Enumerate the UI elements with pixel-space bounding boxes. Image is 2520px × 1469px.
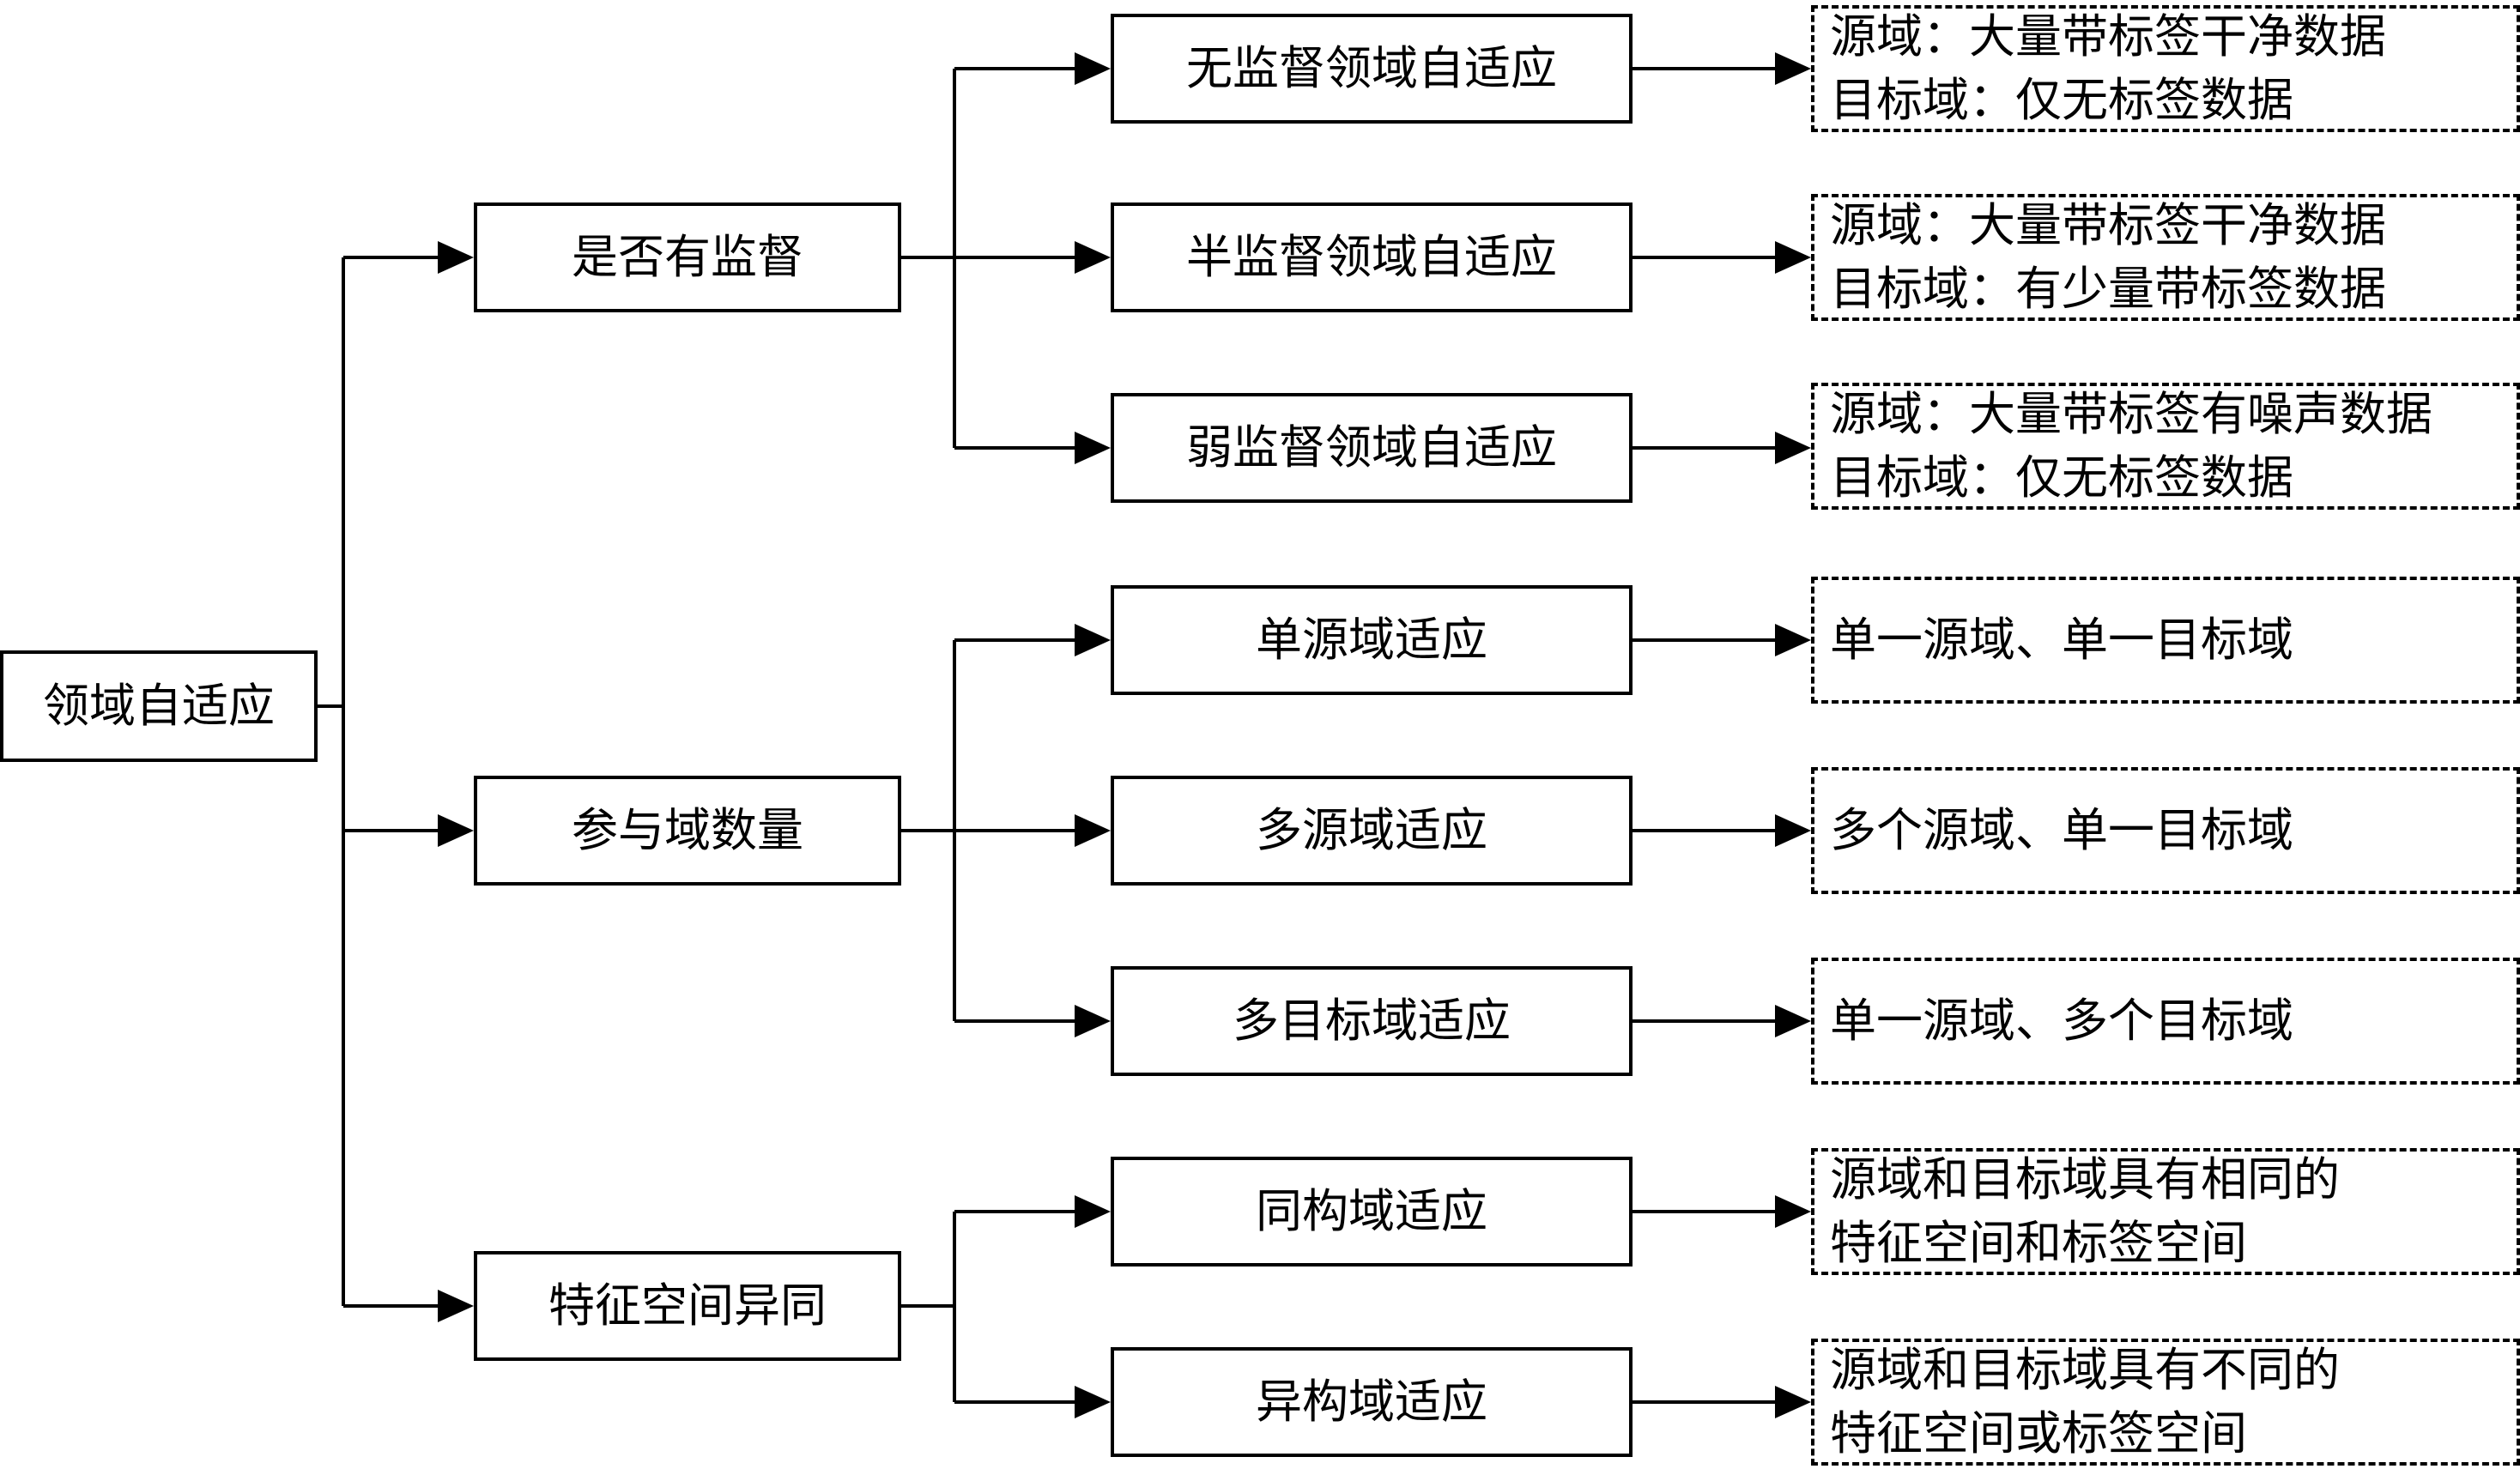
description-line: 源域和目标域具有相同的	[1830, 1152, 2340, 1206]
method-node-homogeneous: 同构域适应	[1111, 1157, 1633, 1266]
description-single-source: 单一源域、单一目标域	[1811, 577, 2520, 704]
arrowhead	[1075, 1195, 1111, 1228]
arrowhead	[1775, 52, 1811, 85]
description-line: 目标域：仅无标签数据	[1830, 450, 2293, 505]
method-node-multi-target: 多目标域适应	[1111, 966, 1633, 1076]
method-label: 异构域适应	[1256, 1375, 1487, 1429]
arrowhead	[1075, 241, 1111, 274]
arrowhead	[1775, 814, 1811, 847]
description-line: 多个源域、单一目标域	[1830, 803, 2293, 857]
category-node-supervision: 是否有监督	[474, 203, 901, 312]
category-label: 特征空间异同	[548, 1279, 827, 1333]
arrowhead	[1075, 52, 1111, 85]
method-node-single-source: 单源域适应	[1111, 585, 1633, 695]
arrowhead	[1775, 624, 1811, 656]
arrowhead	[438, 1290, 474, 1322]
description-multi-source: 多个源域、单一目标域	[1811, 767, 2520, 894]
category-node-feature-space: 特征空间异同	[474, 1251, 901, 1361]
method-label: 单源域适应	[1256, 613, 1487, 667]
method-node-weakly-supervised: 弱监督领域自适应	[1111, 393, 1633, 503]
method-node-multi-source: 多源域适应	[1111, 776, 1633, 886]
method-label: 多源域适应	[1256, 803, 1487, 857]
arrowhead	[1075, 624, 1111, 656]
arrowhead	[1775, 241, 1811, 274]
arrowhead	[1075, 814, 1111, 847]
arrowhead	[1775, 1195, 1811, 1228]
method-label: 半监督领域自适应	[1186, 230, 1557, 284]
method-label: 无监督领域自适应	[1186, 41, 1557, 95]
description-line: 特征空间或标签空间	[1830, 1406, 2247, 1460]
description-line: 特征空间和标签空间	[1830, 1216, 2247, 1270]
category-node-domain-count: 参与域数量	[474, 776, 901, 886]
description-semi-supervised: 源域：大量带标签干净数据 目标域：有少量带标签数据	[1811, 194, 2520, 321]
method-label: 同构域适应	[1256, 1184, 1487, 1238]
description-homogeneous: 源域和目标域具有相同的 特征空间和标签空间	[1811, 1148, 2520, 1275]
arrowhead	[1775, 432, 1811, 464]
description-line: 目标域：有少量带标签数据	[1830, 262, 2386, 316]
description-multi-target: 单一源域、多个目标域	[1811, 958, 2520, 1085]
arrowhead	[438, 241, 474, 274]
arrowhead	[1075, 432, 1111, 464]
method-node-semi-supervised: 半监督领域自适应	[1111, 203, 1633, 312]
description-line: 单一源域、多个目标域	[1830, 994, 2293, 1048]
method-label: 弱监督领域自适应	[1186, 420, 1557, 475]
arrowhead	[1775, 1386, 1811, 1418]
description-line: 源域和目标域具有不同的	[1830, 1343, 2340, 1397]
description-line: 目标域：仅无标签数据	[1830, 73, 2293, 127]
arrowhead	[1775, 1005, 1811, 1037]
arrowhead	[438, 814, 474, 847]
description-line: 源域：大量带标签干净数据	[1830, 198, 2386, 252]
method-label: 多目标域适应	[1233, 994, 1511, 1048]
method-node-unsupervised: 无监督领域自适应	[1111, 14, 1633, 124]
description-line: 源域：大量带标签有噪声数据	[1830, 387, 2432, 441]
description-line: 单一源域、单一目标域	[1830, 613, 2293, 667]
category-label: 参与域数量	[572, 803, 803, 857]
arrowhead	[1075, 1005, 1111, 1037]
root-label: 领域自适应	[43, 679, 275, 733]
arrowhead	[1075, 1386, 1111, 1418]
description-weakly-supervised: 源域：大量带标签有噪声数据 目标域：仅无标签数据	[1811, 383, 2520, 510]
description-line: 源域：大量带标签干净数据	[1830, 9, 2386, 63]
description-unsupervised: 源域：大量带标签干净数据 目标域：仅无标签数据	[1811, 5, 2520, 132]
category-label: 是否有监督	[572, 230, 803, 284]
method-node-heterogeneous: 异构域适应	[1111, 1347, 1633, 1457]
description-heterogeneous: 源域和目标域具有不同的 特征空间或标签空间	[1811, 1339, 2520, 1466]
root-node: 领域自适应	[0, 650, 318, 762]
